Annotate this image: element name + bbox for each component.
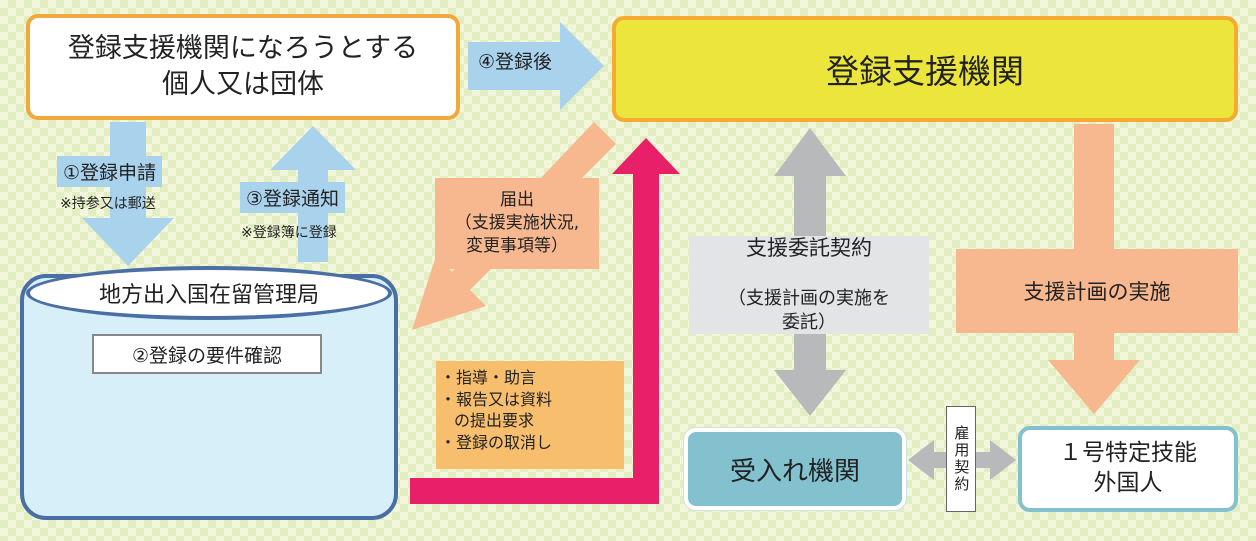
immigration-office-title: 地方出入国在留管理局 xyxy=(26,266,392,320)
entrustment-title: 支援委託契約 xyxy=(746,236,872,261)
guidance-box: 指導・助言 報告又は資料 の提出要求 登録の取消し xyxy=(436,361,624,469)
after-registration-arrow xyxy=(468,22,604,110)
guidance-item: 登録の取消し xyxy=(454,432,614,454)
guidance-item: 報告又は資料 の提出要求 xyxy=(454,389,614,432)
specified-skilled-worker-box: １号特定技能 外国人 xyxy=(1018,426,1238,512)
applicant-box: 登録支援機関になろうとする 個人又は団体 xyxy=(26,14,460,120)
apply-note: ※持参又は郵送 xyxy=(60,196,156,212)
employment-contract-label: 雇用契約 xyxy=(946,406,976,512)
report-box: 届出 （支援実施状況, 変更事項等） xyxy=(435,178,599,269)
after-registration-label: ④登録後 xyxy=(478,51,553,73)
requirement-check-label: ②登録の要件確認 xyxy=(92,334,322,374)
entrustment-detail: （支援計画の実施を 委託） xyxy=(728,288,890,334)
notify-label: ③登録通知 xyxy=(240,182,346,213)
support-implementation-box: 支援計画の実施 xyxy=(956,249,1238,333)
guidance-arrow xyxy=(410,168,659,504)
entrustment-box: 支援委託契約 （支援計画の実施を 委託） xyxy=(689,236,929,334)
receiving-organization-box: 受入れ機関 xyxy=(684,428,906,510)
guidance-item: 指導・助言 xyxy=(454,367,614,389)
guidance-arrowhead xyxy=(612,138,680,174)
notify-note: ※登録簿に登録 xyxy=(241,225,337,241)
registered-support-body-box: 登録支援機関 xyxy=(612,16,1238,122)
apply-arrow xyxy=(82,122,174,266)
apply-label: ①登録申請 xyxy=(57,156,163,187)
